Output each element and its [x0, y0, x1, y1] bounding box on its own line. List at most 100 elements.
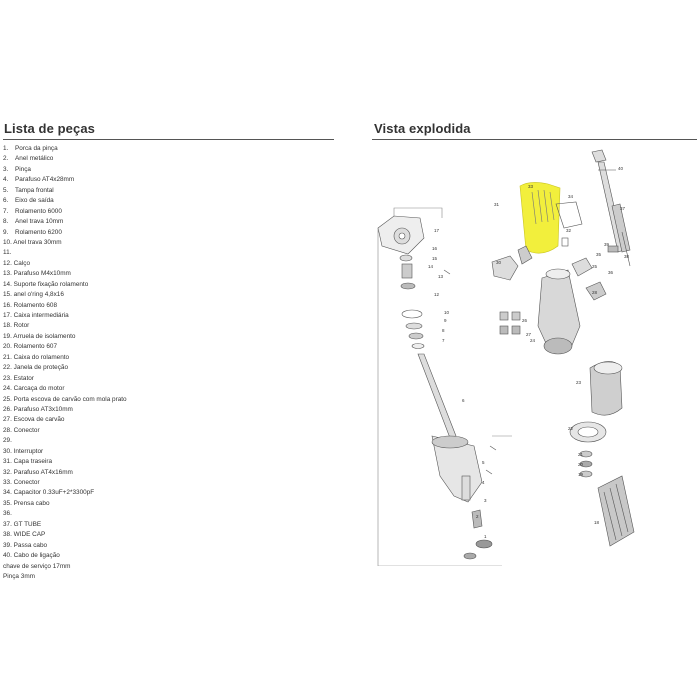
parts-list-item: 39. Passa cabo: [3, 541, 127, 551]
parts-list-item-text: Pinça: [15, 165, 31, 173]
callout-number: 27: [526, 332, 532, 337]
parts-list-item: 34. Capacitor 0.33uF+2*3300pF: [3, 488, 127, 498]
parts-list-item: 22. Janela de proteção: [3, 363, 127, 373]
parts-list-item: 8.Anel trava 10mm: [3, 217, 127, 227]
parts-list-item-text: 21. Caixa do rolamento: [3, 353, 70, 361]
callout-number: 37: [620, 206, 626, 211]
callout-number: 20: [578, 462, 584, 467]
callout-number: 34: [568, 194, 574, 199]
parts-list-item: 25. Porta escova de carvão com mola prat…: [3, 395, 127, 405]
parts-list-item: 28. Conector: [3, 426, 127, 436]
parts-list-item-text: Porca da pinça: [15, 145, 58, 152]
exploded-view-diagram: 1234567891012131415161718192021222324252…: [377, 149, 635, 566]
callout-number: 15: [432, 256, 438, 261]
parts-list-item: 3. Pinça: [3, 165, 127, 175]
parts-list-item: 37. GT TUBE: [3, 520, 127, 530]
parts-list-item: 40. Cabo de ligação: [3, 551, 127, 561]
callout-number: 18: [594, 520, 600, 525]
parts-list-item-text: 26. Parafuso AT3x10mm: [3, 405, 73, 413]
parts-list-item-number: 2.: [3, 155, 9, 163]
parts-list-item-text: 25. Porta escova de carvão com mola prat…: [3, 395, 127, 403]
parts-list-item-text: 10. Anel trava 30mm: [3, 238, 62, 246]
parts-list-item: 9.Rolamento 6200: [3, 228, 127, 238]
parts-list-item: 13. Parafuso M4x10mm: [3, 269, 127, 279]
parts-list-item-text: Eixo de saída: [15, 197, 54, 205]
parts-list-item: 24. Carcaça do motor: [3, 384, 127, 394]
parts-list-item-text: 28. Conector: [3, 426, 40, 434]
parts-list-item: 14. Suporte fixação rolamento: [3, 280, 127, 290]
callout-number: 16: [432, 246, 438, 251]
parts-list-item-number: 6.: [3, 197, 9, 205]
parts-list-item: Pinça 3mm: [3, 572, 127, 582]
callout-number: 31: [494, 202, 500, 207]
callout-number: 23: [576, 380, 582, 385]
callout-number: 33: [528, 184, 534, 189]
parts-list-item-text: 36.: [3, 510, 12, 518]
callout-labels: 1234567891012131415161718192021222324252…: [428, 166, 630, 539]
parts-list-item-text: 27. Escova de carvão: [3, 416, 65, 424]
parts-list-item: 16. Rolamento 608: [3, 301, 127, 311]
parts-list-item-number: 7.: [3, 207, 9, 215]
parts-list-item: 32. Parafuso AT4x16mm: [3, 468, 127, 478]
callout-number: 40: [618, 166, 624, 171]
parts-list-item: 19. Arruela de isolamento: [3, 332, 127, 342]
parts-list-item-text: 37. GT TUBE: [3, 520, 42, 528]
parts-list-item-text: 35. Prensa cabo: [3, 499, 50, 507]
parts-list-item-text: 15. anel o'ring 4,8x16: [3, 291, 64, 299]
parts-list-item: 30. Interruptor: [3, 447, 127, 457]
callout-number: 7: [442, 338, 445, 343]
callout-number: 13: [438, 274, 444, 279]
parts-list-divider: [3, 139, 334, 140]
callout-number: 2: [476, 514, 479, 519]
parts-list-item-text: Anel trava 10mm: [15, 218, 64, 226]
callout-number: 26: [522, 318, 528, 323]
exploded-view-heading: Vista explodida: [374, 121, 471, 136]
parts-list-item-text: 23. Estator: [3, 374, 34, 382]
parts-list-item: 15. anel o'ring 4,8x16: [3, 290, 127, 300]
rear-cap-highlighted-part: [519, 182, 561, 254]
callout-number: 32: [566, 228, 572, 233]
parts-list-item-text: 19. Arruela de isolamento: [3, 332, 76, 340]
parts-list-item: 20. Rolamento 607: [3, 342, 127, 352]
parts-list-item-text: 33. Conector: [3, 479, 40, 486]
parts-list-item: 12. Calço: [3, 259, 127, 269]
parts-list-item-text: Pinça 3mm: [3, 572, 35, 580]
parts-list-item-text: 17. Caixa intermediária: [3, 312, 69, 319]
parts-list-item-text: 11.: [3, 249, 12, 257]
parts-list-item: 5. Tampa frontal: [3, 186, 127, 196]
parts-list-item-text: 16. Rolamento 608: [3, 301, 58, 309]
parts-list-item-text: 22. Janela de proteção: [3, 364, 69, 372]
parts-list-item: 35. Prensa cabo: [3, 499, 127, 509]
parts-list-item: 17. Caixa intermediária: [3, 311, 127, 321]
callout-number: 1: [484, 534, 487, 539]
parts-list-item: 36.: [3, 509, 127, 519]
callout-number: 28: [592, 290, 598, 295]
parts-list-item-text: chave de serviço 17mm: [3, 562, 71, 570]
parts-list-item: chave de serviço 17mm: [3, 562, 127, 572]
callout-number: 6: [462, 398, 465, 403]
parts-list-item: 38. WIDE CAP: [3, 530, 127, 540]
parts-list-item: 33. Conector: [3, 478, 127, 488]
parts-list-item-text: Tampa frontal: [15, 186, 54, 194]
parts-list-item-text: 13. Parafuso M4x10mm: [3, 270, 71, 278]
parts-list-item: 31. Capa traseira: [3, 457, 127, 467]
parts-list-item-text: 32. Parafuso AT4x16mm: [3, 468, 73, 476]
callout-number: 12: [434, 292, 440, 297]
parts-list-item-text: 24. Carcaça do motor: [3, 385, 65, 393]
parts-list-item-number: 5.: [3, 186, 9, 194]
parts-list-item-number: 9.: [3, 228, 9, 236]
callout-number: 10: [444, 310, 450, 315]
callout-number: 3: [484, 498, 487, 503]
callout-number: 17: [434, 228, 440, 233]
parts-list-item-text: 31. Capa traseira: [3, 458, 53, 466]
parts-list-item-number: 3.: [3, 165, 9, 173]
callout-number: 36: [608, 270, 614, 275]
parts-list-item-text: 38. WIDE CAP: [3, 531, 46, 539]
callout-number: 22: [568, 426, 574, 431]
parts-list-item-text: 29.: [3, 437, 12, 445]
parts-list-item-text: 18. Rotor: [3, 322, 30, 330]
parts-list-item-text: Anel metálico: [15, 155, 54, 163]
parts-list-item: 7.Rolamento 6000: [3, 207, 127, 217]
parts-list-item-number: 4.: [3, 176, 9, 184]
callout-number: 21: [578, 452, 584, 457]
